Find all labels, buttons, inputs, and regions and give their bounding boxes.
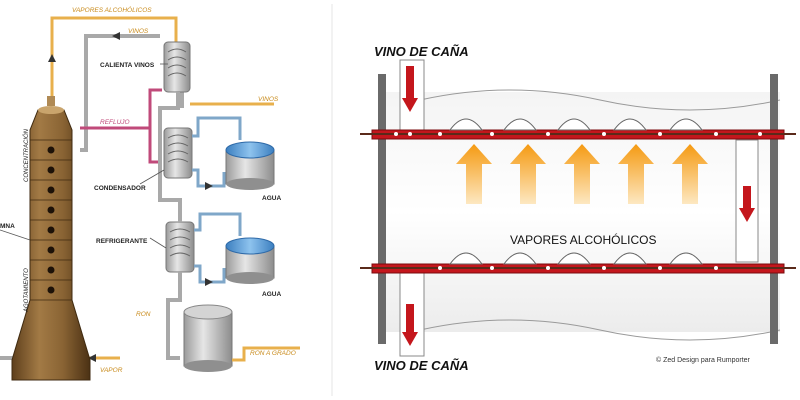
- water-return-2: [194, 264, 226, 284]
- label-vino-de-cana-bottom: VINO DE CAÑA: [374, 358, 469, 373]
- coil-icon: [167, 134, 189, 163]
- vapor-up-arrow-icon: [618, 144, 654, 204]
- label-vapor: VAPOR: [100, 367, 123, 374]
- tank-base: [226, 272, 274, 284]
- label-concentracion: CONCENTRACIÓN: [23, 128, 30, 182]
- flow-arrow-shaft: [406, 66, 414, 100]
- label-vino-de-cana-top: VINO DE CAÑA: [374, 44, 469, 59]
- condensador-unit: [163, 127, 193, 179]
- flow-arrow-icon: [205, 278, 213, 286]
- shell-wall-right: [770, 74, 778, 344]
- shell-wall-left: [378, 74, 386, 344]
- water-pipe-2: [194, 212, 242, 236]
- coil-icon: [169, 228, 191, 257]
- shell-break-bottom: [419, 319, 781, 341]
- vapor-pipe: [50, 16, 178, 100]
- flow-arrow-icon: [112, 32, 120, 40]
- vapor-up-arrow-icon: [510, 144, 546, 204]
- reflux-pipe-2: [148, 128, 160, 164]
- flow-arrow-icon: [88, 354, 96, 362]
- coil-icon: [167, 48, 187, 77]
- flow-arrow-shaft: [406, 304, 414, 334]
- label-vapores-alcoholicos: VAPORES ALCOHÓLICOS: [72, 5, 152, 14]
- down-arrow-icon: [402, 332, 418, 346]
- leader-lines: [0, 63, 168, 249]
- label-ron: RON: [136, 311, 151, 318]
- shell-break-top: [419, 89, 781, 111]
- label-agotamiento: AGOTAMIENTO: [24, 268, 30, 313]
- label-ron-a-grado: RON A GRADO: [250, 350, 296, 357]
- tank-top: [183, 304, 233, 320]
- water-return-1: [192, 168, 226, 188]
- label-agua-1: AGUA: [262, 195, 281, 202]
- label-vinos-right: VINOS: [258, 96, 279, 103]
- flow-arrow-icon: [205, 182, 213, 190]
- ron-tank: [183, 311, 233, 367]
- column-top-nozzle: [47, 96, 55, 106]
- down-arrow-icon: [739, 208, 755, 222]
- label-condensador: CONDENSADOR: [94, 185, 146, 192]
- ron-pipe: [166, 272, 182, 360]
- column-cap: [38, 106, 64, 114]
- credit-text: © Zed Design para Rumporter: [656, 356, 751, 364]
- tank-base: [184, 360, 232, 372]
- vapor-arrows: [456, 144, 708, 204]
- label-columna: MNA: [0, 223, 15, 230]
- upper-bubble-caps: [449, 118, 703, 131]
- condensate-pipe: [158, 92, 182, 222]
- right-plate-diagram: VINO DE CAÑA VAPORES ALCOHÓLICOS VINO DE…: [360, 44, 796, 373]
- label-refrigerante: REFRIGERANTE: [96, 238, 148, 245]
- lower-tray-holes: [438, 266, 718, 270]
- vinos-pipe: [80, 34, 160, 152]
- label-vapores-alcoholicos-right: VAPORES ALCOHÓLICOS: [510, 232, 657, 247]
- column-trays: [30, 139, 72, 301]
- label-agua-2: AGUA: [262, 291, 281, 298]
- label-calienta-vinos: CALIENTA VINOS: [100, 62, 155, 69]
- distillation-column: [11, 109, 91, 381]
- flow-arrow-icon: [48, 54, 56, 62]
- lower-bubble-caps: [449, 252, 703, 265]
- flow-arrow-shaft: [743, 186, 751, 210]
- vapor-up-arrow-icon: [564, 144, 600, 204]
- ron-a-grado-pipe: [232, 346, 300, 362]
- left-still-diagram: VAPORES ALCOHÓLICOS VINOS CALIENTA VINOS…: [0, 5, 300, 381]
- water-surface: [225, 141, 275, 159]
- label-vinos-top: VINOS: [128, 28, 149, 35]
- upper-tray-holes: [394, 132, 762, 136]
- label-reflujo: REFLUJO: [100, 119, 130, 126]
- vapor-up-arrow-icon: [456, 144, 492, 204]
- column-sight-glasses: [47, 146, 55, 294]
- down-arrow-icon: [402, 98, 418, 112]
- vapor-up-arrow-icon: [672, 144, 708, 204]
- water-surface: [225, 237, 275, 255]
- tank-base: [226, 178, 274, 190]
- water-pipe-1: [192, 116, 242, 140]
- reflux-pipe: [80, 88, 162, 130]
